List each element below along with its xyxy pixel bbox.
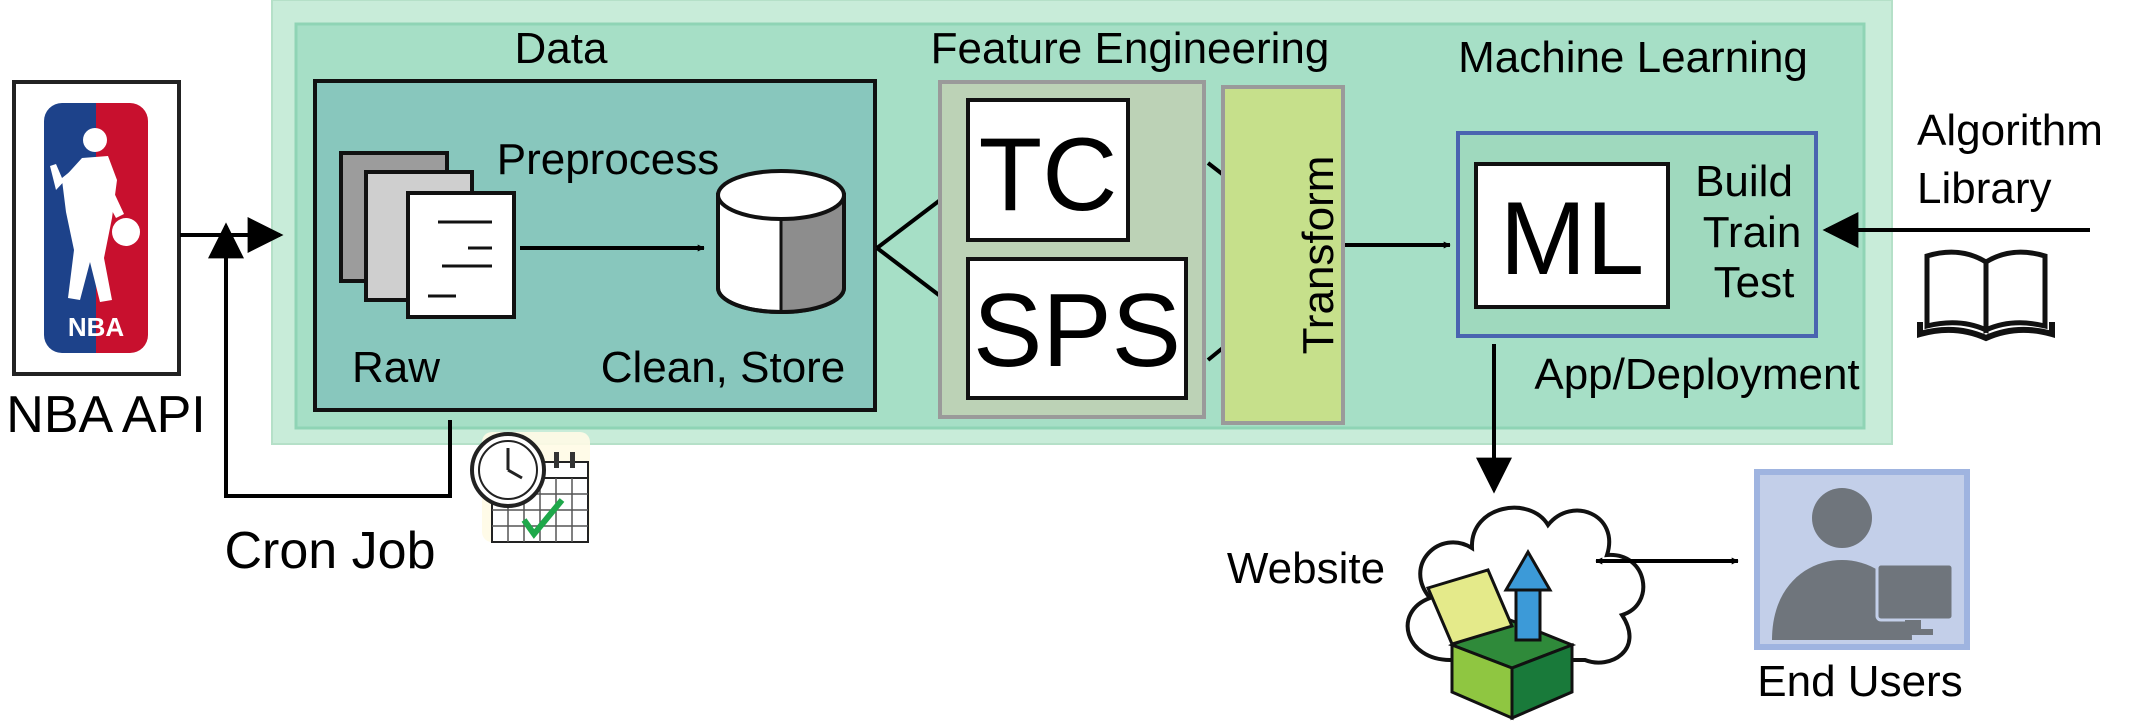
deployment-label: App/Deployment	[1534, 350, 1859, 399]
arrow-cron-loop	[208, 222, 452, 498]
cloud-box-icon	[1405, 505, 1646, 721]
ml-step-build: Build	[1695, 157, 1793, 206]
ml-inner-box	[1474, 162, 1670, 309]
feature-engineering-title: Feature Engineering	[931, 24, 1330, 73]
transform-box	[1221, 85, 1345, 425]
end-user-icon	[1754, 469, 1970, 650]
sps-box	[966, 257, 1188, 400]
database-icon	[716, 169, 846, 314]
tc-label: TC	[979, 117, 1118, 233]
cron-job-label: Cron Job	[225, 522, 436, 580]
nba-logo-text: NBA	[68, 312, 125, 342]
ml-label: ML	[1500, 181, 1644, 297]
nba-api-label: NBA API	[6, 386, 205, 444]
raw-documents-icon	[339, 151, 516, 319]
sps-label: SPS	[973, 273, 1181, 389]
transform-label: Transform	[1294, 156, 1343, 355]
machine-learning-title: Machine Learning	[1458, 33, 1808, 82]
ml-step-test: Test	[1714, 258, 1795, 307]
book-icon	[1917, 249, 2055, 342]
algorithm-label: Algorithm	[1917, 106, 2103, 155]
ml-step-train: Train	[1703, 208, 1802, 257]
data-title: Data	[515, 24, 608, 73]
website-label: Website	[1227, 544, 1385, 593]
library-label: Library	[1917, 164, 2052, 213]
clock-calendar-icon	[470, 432, 590, 543]
tc-box	[966, 98, 1130, 242]
end-users-label: End Users	[1757, 657, 1962, 706]
preprocess-label: Preprocess	[497, 135, 720, 184]
raw-label: Raw	[352, 343, 440, 392]
clean-store-label: Clean, Store	[601, 343, 846, 392]
nba-logo: NBA	[12, 80, 181, 376]
ml-steps: Build Train Test	[1695, 157, 1801, 307]
